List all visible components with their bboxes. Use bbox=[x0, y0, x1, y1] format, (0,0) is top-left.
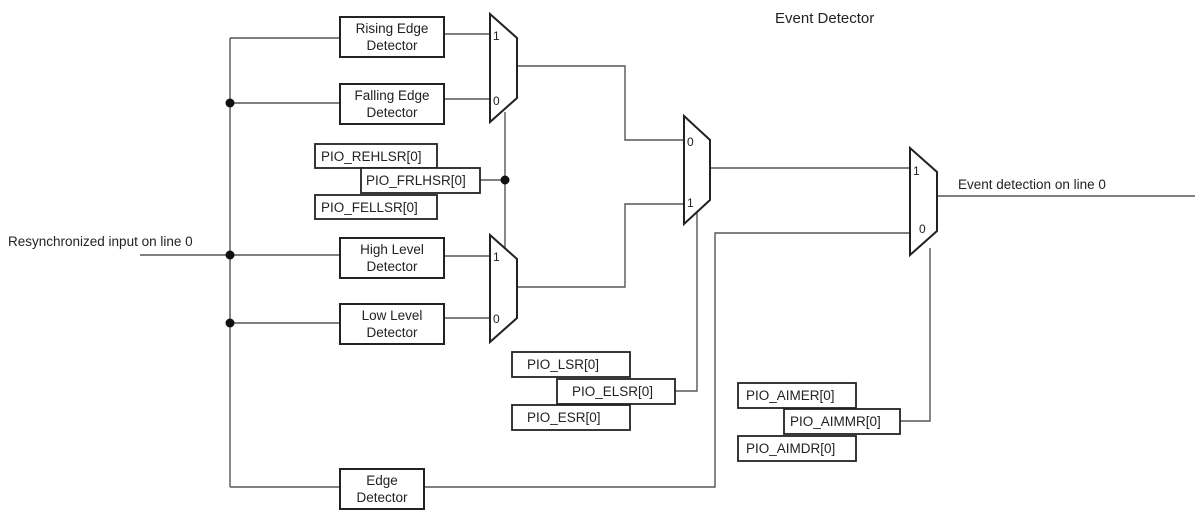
register-frlhsr bbox=[360, 167, 481, 194]
svg-text:High Level: High Level bbox=[360, 242, 424, 257]
svg-text:PIO_ELSR[0]: PIO_ELSR[0] bbox=[572, 384, 653, 399]
low-level-detector: Low Level Detector bbox=[339, 303, 445, 345]
svg-text:PIO_ESR[0]: PIO_ESR[0] bbox=[527, 410, 601, 425]
svg-text:Low Level: Low Level bbox=[362, 308, 423, 323]
svg-text:PIO_AIMMR[0]: PIO_AIMMR[0] bbox=[790, 414, 881, 429]
svg-text:PIO_REHLSR[0]: PIO_REHLSR[0] bbox=[321, 149, 422, 164]
register-group-lsr: PIO_LSR[0] PIO_ESR[0] PIO_ELSR[0] bbox=[511, 351, 676, 431]
register-lsr bbox=[511, 351, 631, 378]
register-elsr bbox=[556, 378, 676, 405]
falling-edge-detector: Falling Edge Detector bbox=[339, 83, 445, 125]
register-esr bbox=[511, 404, 631, 431]
svg-text:PIO_LSR[0]: PIO_LSR[0] bbox=[527, 357, 599, 372]
svg-text:Falling Edge: Falling Edge bbox=[354, 88, 429, 103]
svg-text:Detector: Detector bbox=[366, 105, 418, 120]
rising-edge-detector: Rising Edge Detector bbox=[339, 16, 445, 58]
output-label: Event detection on line 0 bbox=[958, 177, 1106, 192]
svg-text:Detector: Detector bbox=[366, 38, 418, 53]
input-label: Resynchronized input on line 0 bbox=[8, 234, 193, 249]
svg-text:0: 0 bbox=[493, 312, 500, 326]
svg-text:0: 0 bbox=[919, 222, 926, 236]
register-group-rehlsr: PIO_REHLSR[0] PIO_FELLSR[0] PIO_FRLHSR[0… bbox=[314, 143, 481, 220]
svg-text:0: 0 bbox=[687, 135, 694, 149]
svg-text:Detector: Detector bbox=[356, 490, 408, 505]
svg-text:PIO_FRLHSR[0]: PIO_FRLHSR[0] bbox=[366, 173, 466, 188]
wires bbox=[140, 33, 1195, 488]
junction-dot bbox=[225, 318, 235, 328]
svg-text:Rising Edge: Rising Edge bbox=[356, 21, 429, 36]
junctions bbox=[225, 98, 510, 328]
register-aimmr bbox=[783, 408, 901, 435]
svg-text:Detector: Detector bbox=[366, 325, 418, 340]
junction-dot bbox=[225, 250, 235, 260]
register-aimer bbox=[737, 382, 857, 409]
register-rehlsr bbox=[314, 143, 438, 169]
register-group-aimer: PIO_AIMER[0] PIO_AIMDR[0] PIO_AIMMR[0] bbox=[737, 382, 901, 462]
svg-text:1: 1 bbox=[493, 29, 500, 43]
mux-3: 0 1 bbox=[683, 113, 711, 227]
junction-dot bbox=[500, 175, 510, 185]
svg-text:1: 1 bbox=[687, 196, 694, 210]
mux-2: 1 0 bbox=[489, 232, 518, 345]
mux-1: 1 0 bbox=[489, 11, 518, 125]
mux-4: 1 0 bbox=[909, 145, 938, 258]
svg-text:Detector: Detector bbox=[366, 259, 418, 274]
svg-text:PIO_AIMER[0]: PIO_AIMER[0] bbox=[746, 388, 835, 403]
svg-text:0: 0 bbox=[493, 94, 500, 108]
edge-detector: Edge Detector bbox=[339, 468, 425, 510]
register-aimdr bbox=[737, 435, 857, 462]
svg-text:1: 1 bbox=[913, 164, 920, 178]
diagram-title: Event Detector bbox=[775, 10, 874, 27]
svg-text:PIO_AIMDR[0]: PIO_AIMDR[0] bbox=[746, 441, 835, 456]
svg-text:Edge: Edge bbox=[366, 473, 398, 488]
junction-dot bbox=[225, 98, 235, 108]
high-level-detector: High Level Detector bbox=[339, 237, 445, 279]
svg-text:1: 1 bbox=[493, 250, 500, 264]
register-fellsr bbox=[314, 194, 438, 220]
svg-text:PIO_FELLSR[0]: PIO_FELLSR[0] bbox=[321, 200, 418, 215]
